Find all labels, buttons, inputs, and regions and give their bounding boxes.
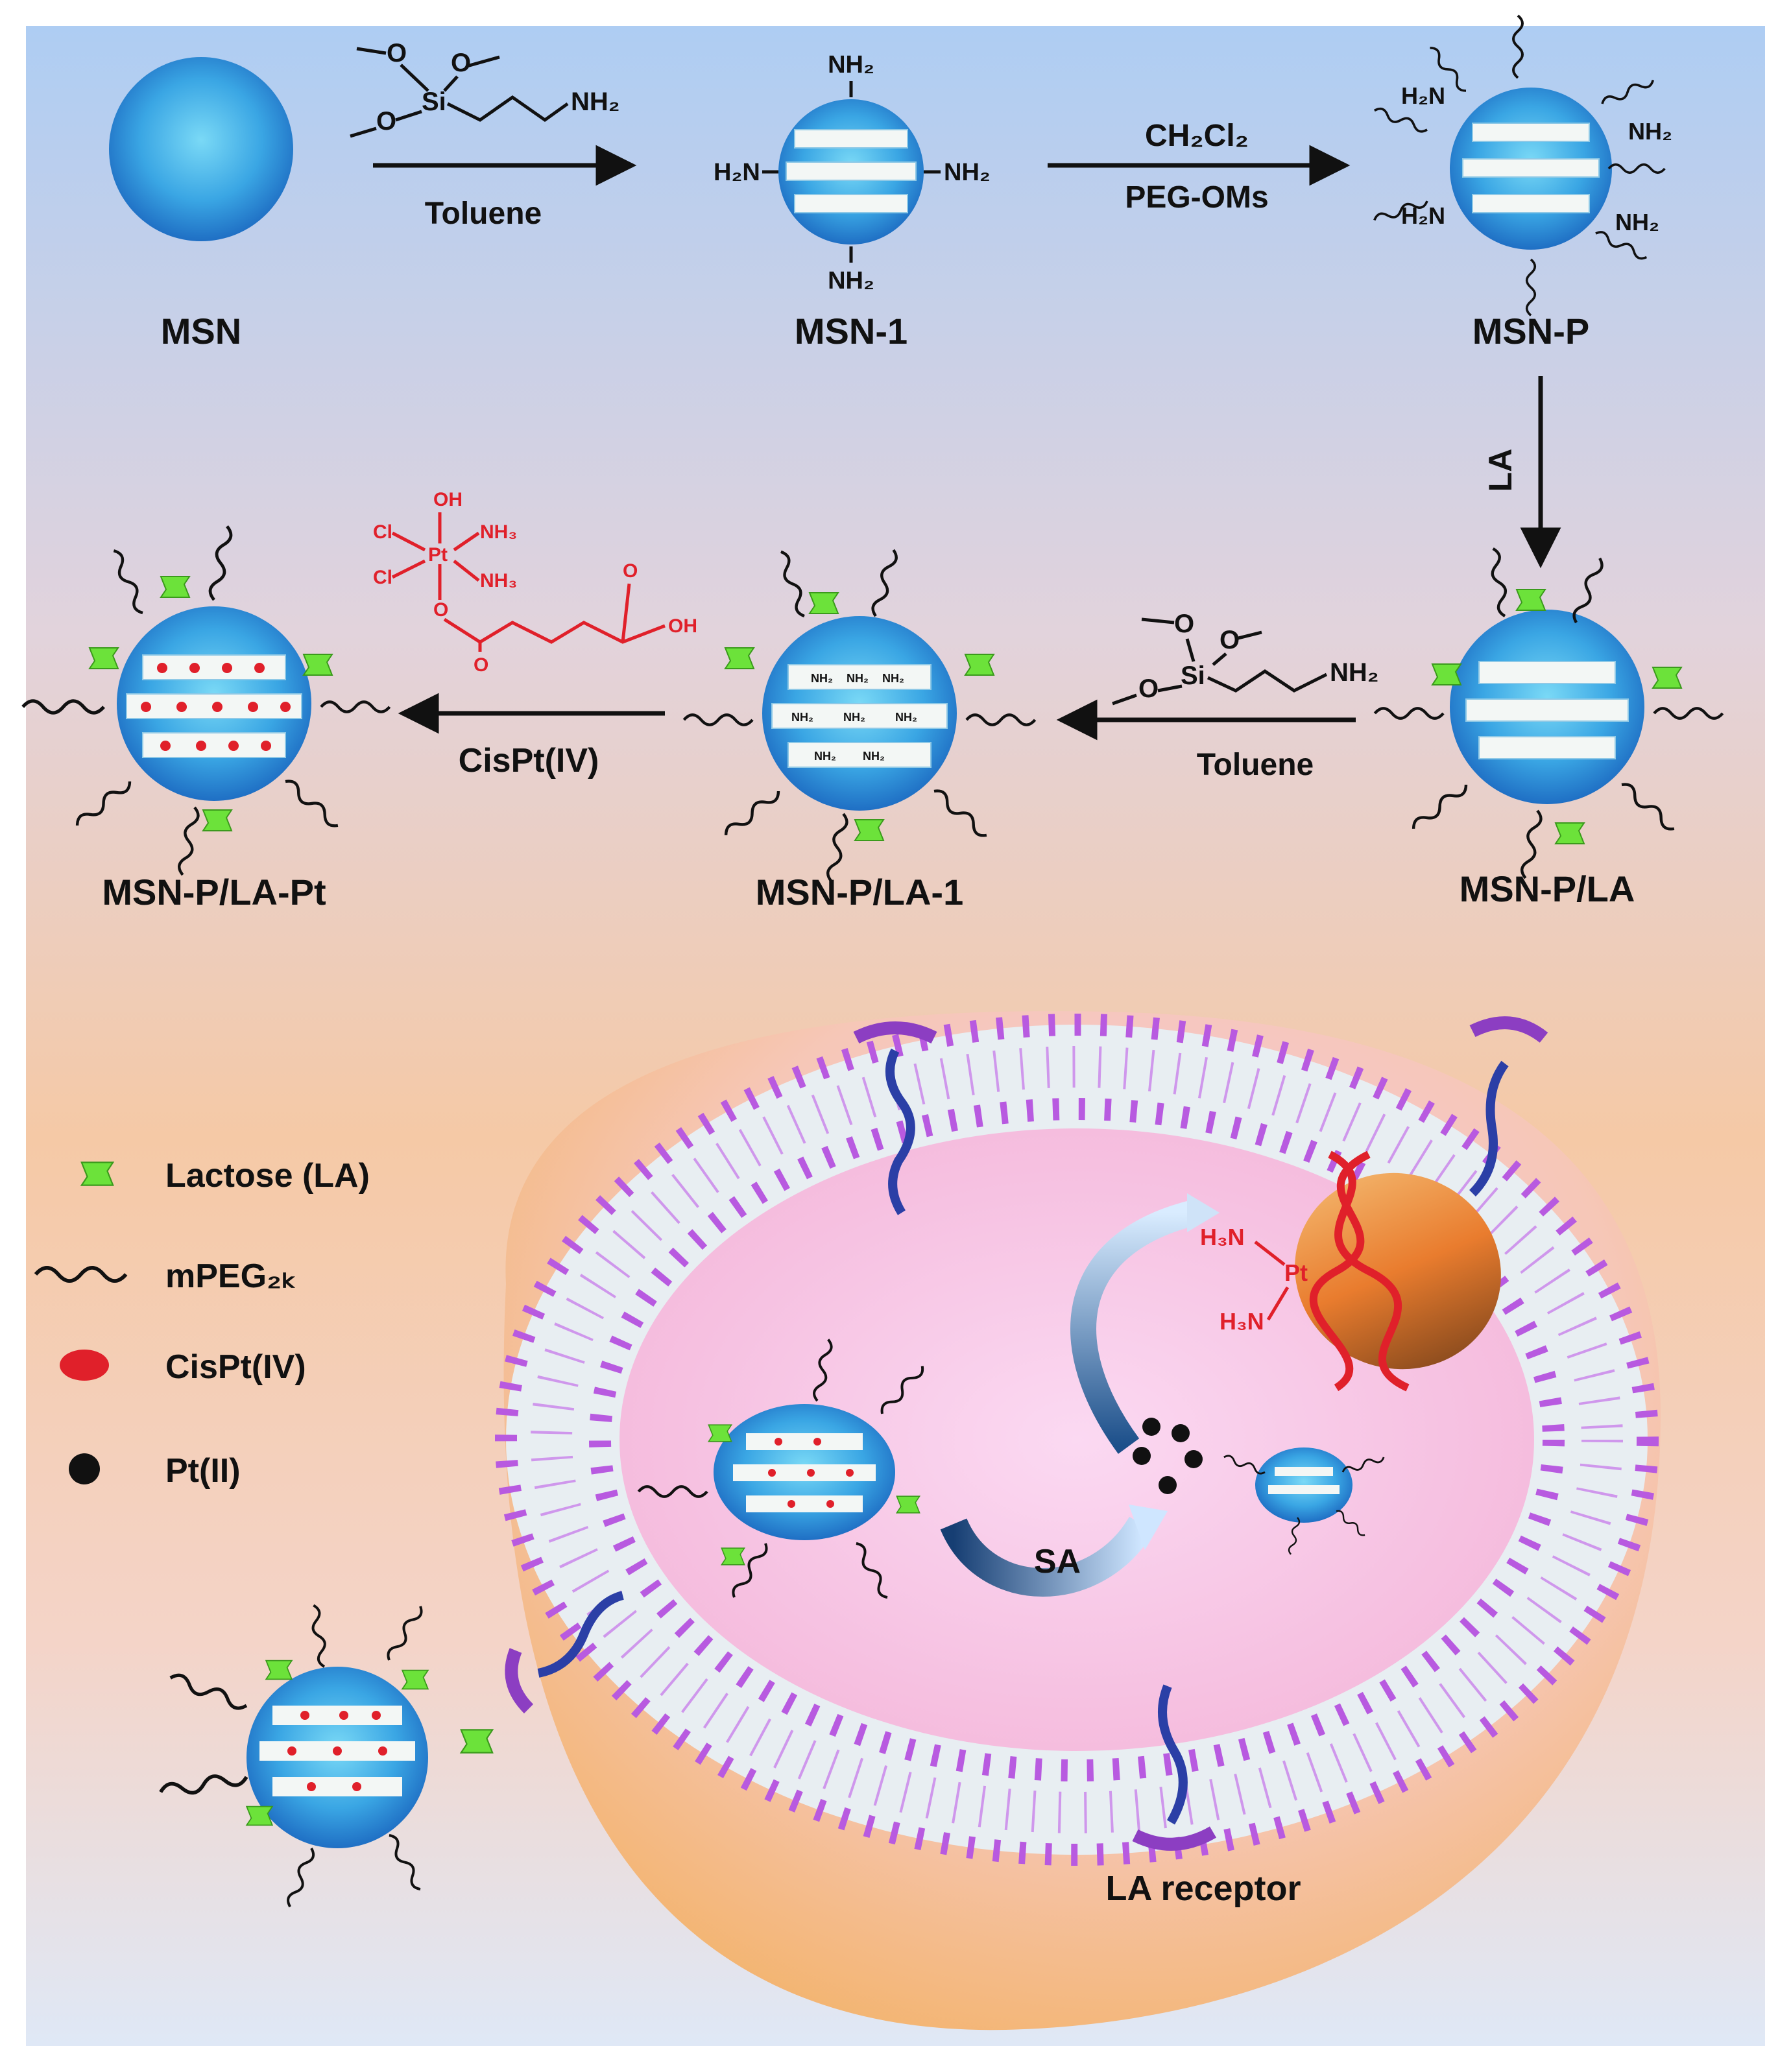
svg-text:O: O: [433, 599, 448, 621]
aptes-structure-2: O O Si O NH₂: [1112, 610, 1379, 706]
svg-text:NH₂: NH₂: [863, 750, 885, 763]
pt-ii-dots: [1133, 1418, 1203, 1494]
msn-label: MSN: [161, 311, 241, 351]
svg-text:H₂N: H₂N: [1401, 202, 1445, 229]
black-dot-icon: [69, 1453, 100, 1484]
svg-text:NH₂: NH₂: [828, 267, 874, 294]
la-receptor-top-left: [853, 1021, 937, 1215]
pt-dna-adduct: H₃N Pt H₃N: [1200, 1224, 1308, 1335]
svg-text:NH₂: NH₂: [828, 51, 874, 78]
svg-text:Si: Si: [1181, 661, 1205, 690]
legend-peg-label: mPEG₂ₖ: [165, 1257, 296, 1295]
release-arrow-to-nucleus: [1070, 1200, 1197, 1454]
svg-text:O: O: [451, 49, 471, 77]
svg-text:O: O: [376, 107, 396, 136]
svg-text:H₂N: H₂N: [714, 159, 760, 186]
svg-text:NH₂: NH₂: [791, 711, 813, 724]
svg-text:NH₂: NH₂: [571, 88, 620, 116]
svg-text:O: O: [474, 654, 488, 676]
svg-text:NH₂: NH₂: [882, 672, 904, 685]
arrow4-label: Toluene: [1197, 748, 1314, 782]
svg-text:NH₃: NH₃: [480, 521, 517, 543]
legend: Lactose (LA) mPEG₂ₖ CisPt(IV) Pt(II): [36, 1157, 370, 1490]
release-arrowhead: [1187, 1193, 1220, 1232]
arrow1-label: Toluene: [425, 196, 542, 231]
svg-text:NH₂: NH₂: [847, 672, 869, 685]
arrow2-label-bottom: PEG-OMs: [1125, 180, 1268, 215]
internalized-particle: [638, 1337, 928, 1601]
la-receptor-top-right: [1469, 1016, 1548, 1197]
svg-text:NH₂: NH₂: [1628, 118, 1672, 145]
svg-text:Cl: Cl: [373, 521, 392, 543]
svg-text:NH₃: NH₃: [480, 570, 517, 591]
svg-text:Pt: Pt: [428, 544, 448, 566]
svg-text:O: O: [1174, 610, 1194, 638]
svg-text:O: O: [387, 39, 407, 67]
sa-arrow: [940, 1516, 1154, 1597]
arrow5-label: CisPt(IV): [459, 742, 599, 780]
svg-text:NH₂: NH₂: [843, 711, 865, 724]
msnplapt-particle: [23, 525, 389, 875]
svg-text:O: O: [623, 560, 638, 582]
msnp-particle: H₂N NH₂ H₂N NH₂: [1371, 14, 1672, 317]
la-receptor-label: LA receptor: [1105, 1869, 1301, 1908]
msnpla1-particle: NH₂ NH₂ NH₂ NH₂ NH₂ NH₂ NH₂ NH₂: [684, 549, 1035, 882]
svg-text:O: O: [1138, 674, 1159, 703]
legend-ptii-label: Pt(II): [165, 1452, 241, 1490]
svg-text:NH₂: NH₂: [944, 159, 991, 186]
svg-text:NH₂: NH₂: [811, 672, 833, 685]
arrow3-label: LA: [1482, 449, 1519, 492]
lactose-icon: [80, 1161, 114, 1186]
nucleus: [1295, 1150, 1501, 1392]
sa-arrowhead: [1129, 1505, 1168, 1550]
msnpla-label: MSN-P/LA: [1460, 868, 1635, 909]
legend-cispt-label: CisPt(IV): [165, 1348, 306, 1386]
msnplapt-label: MSN-P/LA-Pt: [102, 872, 326, 912]
msn-particle: [109, 57, 293, 241]
small-carrier-particle: [1221, 1447, 1386, 1556]
svg-text:NH₂: NH₂: [814, 750, 836, 763]
legend-lactose-label: Lactose (LA): [165, 1157, 370, 1195]
svg-text:NH₂: NH₂: [1330, 658, 1379, 687]
la-receptor-bottom: [1132, 1684, 1217, 1851]
la-receptor-left: [505, 1591, 624, 1714]
msn1-particle: NH₂ NH₂ H₂N NH₂: [714, 51, 991, 294]
msnpla-particle: [1375, 548, 1722, 879]
docking-particle: [160, 1602, 494, 1910]
msn1-label: MSN-1: [795, 311, 908, 351]
aptes-structure-1: O O Si O NH₂: [350, 39, 620, 138]
svg-text:Cl: Cl: [373, 567, 392, 588]
svg-text:Pt: Pt: [1284, 1259, 1308, 1286]
msnpla1-label: MSN-P/LA-1: [756, 872, 963, 912]
msnp-label: MSN-P: [1472, 311, 1589, 351]
svg-text:H₃N: H₃N: [1200, 1224, 1245, 1250]
sa-label: SA: [1034, 1543, 1081, 1580]
svg-text:Si: Si: [422, 88, 446, 116]
svg-text:OH: OH: [433, 489, 463, 510]
arrow2-label-top: CH₂Cl₂: [1145, 119, 1249, 153]
svg-text:H₃N: H₃N: [1220, 1308, 1264, 1335]
svg-text:NH₂: NH₂: [1615, 209, 1659, 235]
svg-text:NH₂: NH₂: [895, 711, 917, 724]
red-dot-icon: [60, 1350, 109, 1381]
cispt-iv-structure: OH Cl Pt NH₃ Cl NH₃ O O O OH: [373, 489, 697, 676]
svg-text:H₂N: H₂N: [1401, 82, 1445, 109]
svg-text:OH: OH: [668, 615, 697, 637]
